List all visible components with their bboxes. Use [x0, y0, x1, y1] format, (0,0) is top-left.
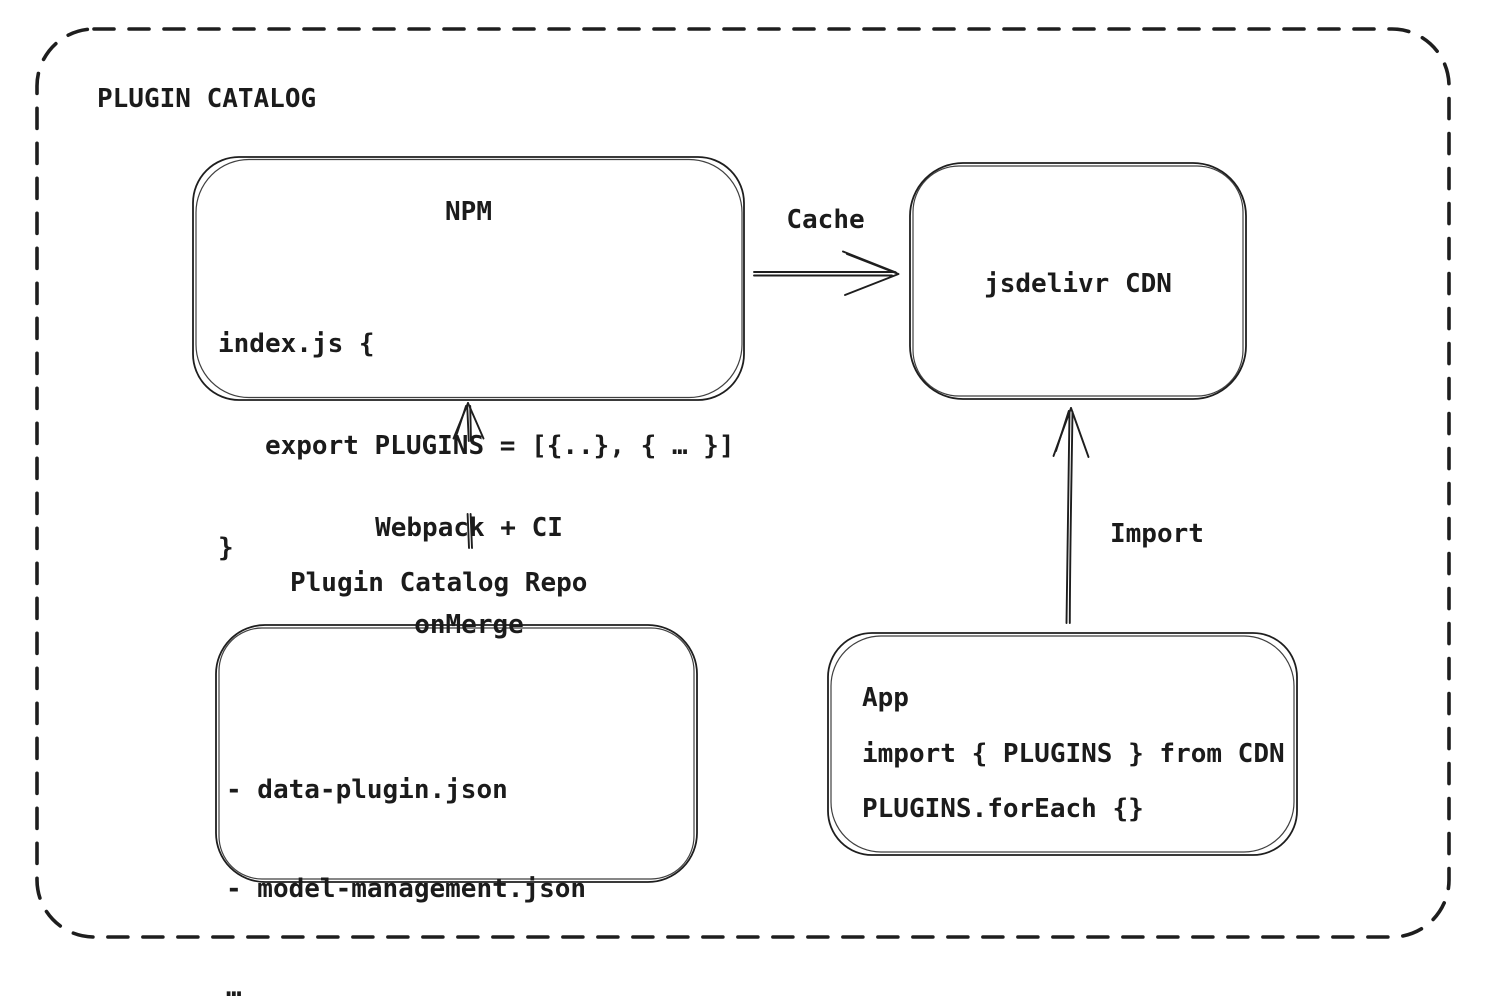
- npm-box-title: NPM: [445, 197, 492, 227]
- app-code-line: import { PLUGINS } from CDN: [862, 739, 1285, 769]
- npm-box-shape: [192, 156, 745, 401]
- diagram-title: PLUGIN CATALOG: [97, 84, 317, 114]
- app-box-title: App: [862, 683, 909, 713]
- repo-box-label: Plugin Catalog Repo: [290, 568, 588, 598]
- build-arrow-label-line: onMerge: [414, 610, 524, 640]
- build-arrow: [452, 402, 485, 549]
- npm-code-block: index.js { export PLUGINS = [{..}, { … }…: [218, 261, 735, 632]
- repo-file-item: - model-management.json: [226, 874, 587, 904]
- cache-arrow: [753, 250, 900, 296]
- repo-box-shape: [215, 624, 698, 883]
- build-arrow-label-line: Webpack + CI: [375, 513, 563, 543]
- plugin-catalog-container-border: [35, 27, 1451, 939]
- import-arrow-label: Import: [1110, 519, 1204, 549]
- build-arrow-label: Webpack + CI onMerge: [319, 447, 619, 706]
- repo-file-list: - data-plugin.json - model-management.js…: [226, 708, 586, 1002]
- npm-code-line: index.js {: [218, 329, 375, 359]
- repo-file-item: - data-plugin.json: [226, 775, 508, 805]
- import-arrow: [1052, 407, 1090, 624]
- cache-arrow-label: Cache: [786, 205, 865, 235]
- cdn-box-label: jsdelivr CDN: [984, 269, 1172, 299]
- cdn-box-shape: [909, 162, 1247, 400]
- repo-file-item: …: [226, 973, 242, 1002]
- app-box-shape: [827, 632, 1298, 856]
- app-code-line: PLUGINS.forEach {}: [862, 794, 1144, 824]
- npm-code-line: export PLUGINS = [{..}, { … }]: [218, 431, 735, 461]
- npm-code-line: }: [218, 533, 234, 563]
